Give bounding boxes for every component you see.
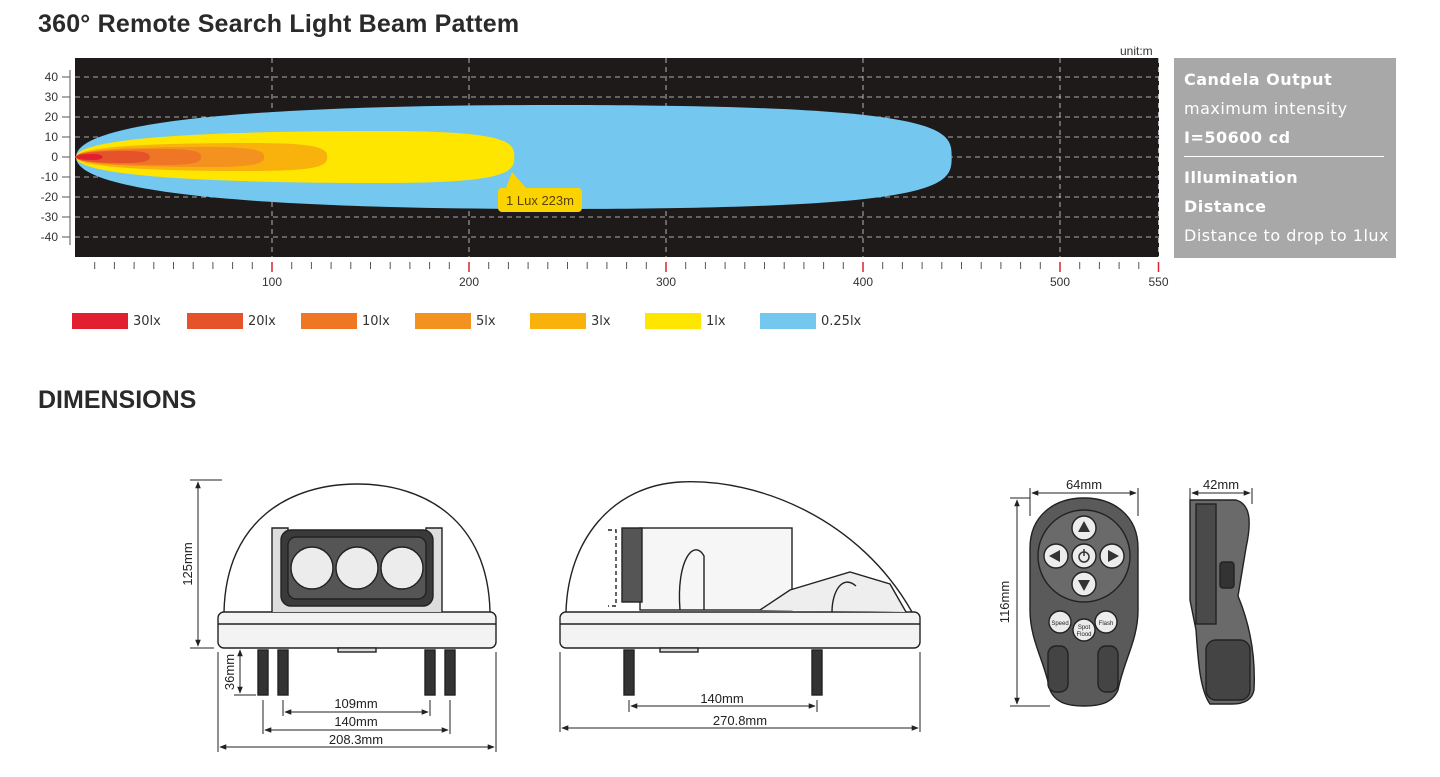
annotation-pointer [506,172,526,188]
candela-output-title: Candela Output [1184,70,1333,89]
x-tick-label: 300 [656,275,676,289]
candela-value: I=50600 cd [1184,128,1291,147]
side-dome [565,481,913,613]
y-tick-label: 10 [45,130,59,144]
beam-area-30lx [76,154,103,160]
distance-title: Distance [1184,197,1267,216]
remote-button-glyphs [1049,521,1119,591]
front-stud-4 [444,649,456,696]
remote-speed-button [1048,610,1072,634]
y-tick-label: -30 [41,210,59,224]
legend-swatch [645,313,701,329]
candela-info-panel: Candela Output maximum intensity I=50600… [1174,58,1396,258]
front-width-140-label: 140mm [334,714,377,729]
front-width-109-label: 109mm [334,696,377,711]
x-tick-label: 400 [853,275,873,289]
max-intensity-label: maximum intensity [1184,99,1348,118]
x-tick-label: 100 [262,275,282,289]
remote-flash-label: Flash [1099,621,1114,627]
remote-side-dimension-lines [1189,488,1253,504]
front-dome [223,483,491,613]
front-stud-2 [277,649,289,696]
legend-swatch [72,313,128,329]
side-base-plate [559,611,921,649]
y-tick-label: 0 [51,150,58,164]
beam-area-20lx [76,151,150,163]
legend-swatch [415,313,471,329]
remote-height-label: 116mm [997,581,1012,623]
info-divider [1184,156,1384,157]
remote-width-label: 64mm [1066,477,1102,492]
lamp-lens-1 [290,546,334,590]
x-tick-label: 500 [1050,275,1070,289]
lux-annotation: 1 Lux 223m [498,172,582,212]
remote-side-drawing [1189,499,1256,705]
side-stud-1 [623,649,635,696]
remote-grip-left [1047,645,1069,693]
remote-flash-button [1094,610,1118,634]
front-base-plate [217,611,497,649]
front-base-tab [337,647,377,653]
side-lamp-face [621,527,643,603]
front-stud-label: 36mm [222,654,237,690]
distance-description: Distance to drop to 1lux [1184,226,1389,245]
remote-side-width-label: 42mm [1203,477,1239,492]
beam-pattern-title: 360° Remote Search Light Beam Pattem [38,10,520,38]
x-tick-label: 200 [459,275,479,289]
side-dimension-lines [559,652,921,732]
front-view-drawing [217,483,497,696]
legend-label: 5lx [476,314,496,329]
y-tick-label: -10 [41,170,59,184]
remote-side-grip [1205,639,1251,701]
side-stud-2 [811,649,823,696]
x-tick-label: 550 [1148,275,1168,289]
side-view-drawing [559,481,921,696]
legend-swatch [530,313,586,329]
y-tick-label: -40 [41,230,59,244]
legend-label: 0.25lx [821,314,862,329]
front-dimension-lines [190,479,497,752]
side-motor-housing [759,571,907,613]
side-lamp-body [639,527,793,611]
legend-swatch [187,313,243,329]
front-stud-1 [257,649,269,696]
unit-label: unit:m [1120,44,1153,58]
legend-label: 1lx [706,314,726,329]
front-height-label: 125mm [180,542,195,585]
annotation-box [498,188,582,212]
lamp-lens-3 [380,546,424,590]
remote-spot-label: Spot [1078,625,1091,631]
legend-label: 10lx [362,314,390,329]
y-tick-label: 30 [45,90,59,104]
remote-grip-right [1097,645,1119,693]
remote-speed-label: Speed [1051,621,1068,627]
dimensions-title: DIMENSIONS [38,386,197,414]
front-stud-3 [424,649,436,696]
remote-flood-label: Flood [1076,632,1091,638]
legend-label: 3lx [591,314,611,329]
legend-label: 20lx [248,314,276,329]
remote-front-dimension-lines [1010,488,1139,707]
y-tick-label: 40 [45,70,59,84]
legend-swatch [760,313,816,329]
y-tick-label: 20 [45,110,59,124]
remote-spot-flood-button [1072,618,1096,642]
remote-side-wheel [1219,561,1235,589]
y-tick-label: -20 [41,190,59,204]
side-width-270-label: 270.8mm [713,713,767,728]
side-width-140-label: 140mm [700,691,743,706]
annotation-label: 1 Lux 223m [506,193,574,208]
front-width-208-label: 208.3mm [329,732,383,747]
illumination-title: Illumination [1184,168,1299,187]
legend-swatch [301,313,357,329]
lamp-lens-2 [335,546,379,590]
legend-label: 30lx [133,314,161,329]
